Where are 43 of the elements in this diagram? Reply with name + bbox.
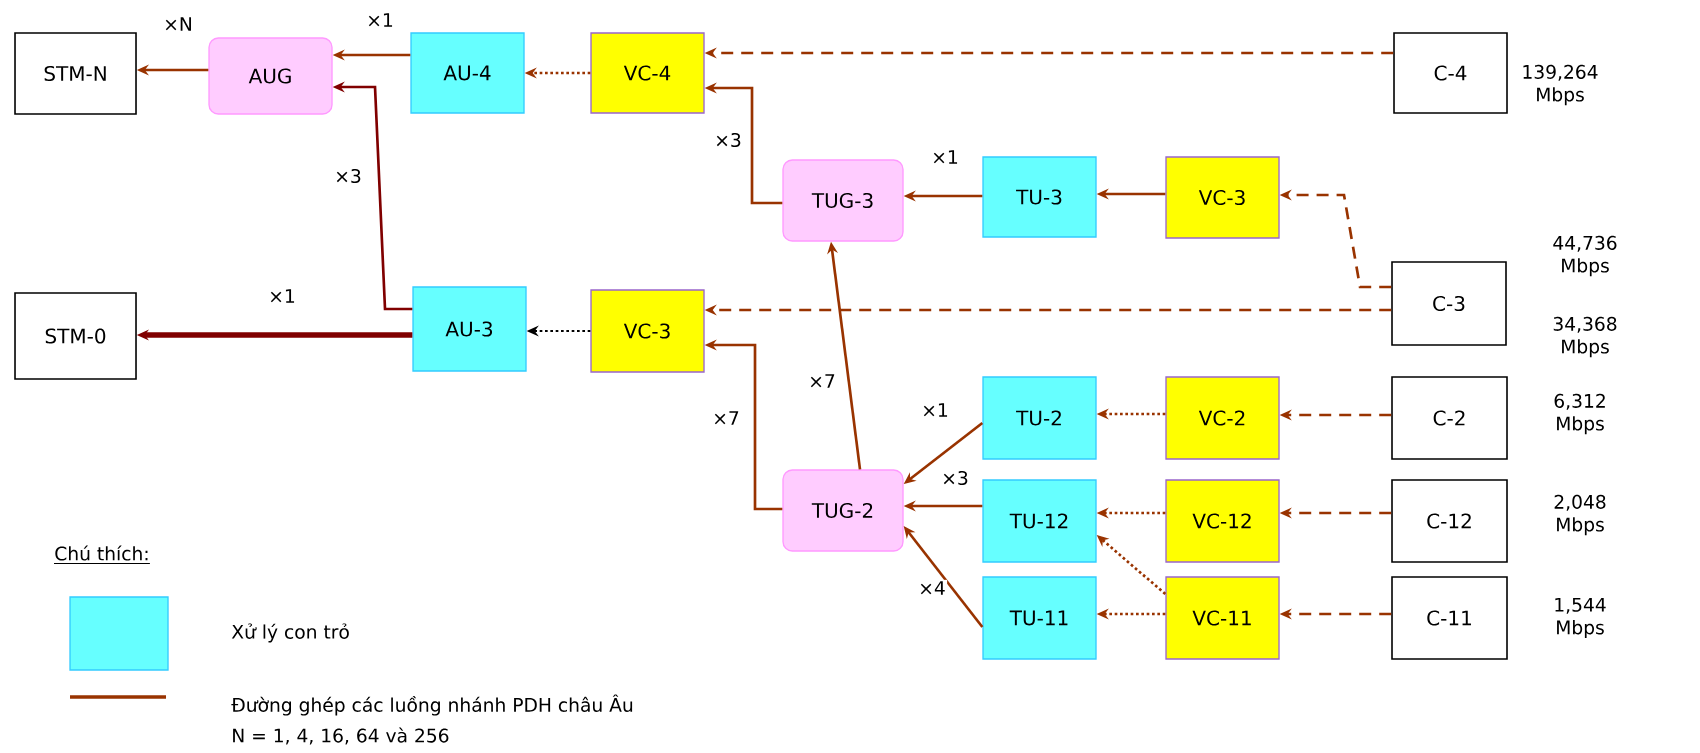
group-box: TUG-3 — [782, 159, 904, 242]
edge-label: ×7 — [806, 372, 838, 390]
rate-label: 139,264 Mbps — [1523, 64, 1598, 106]
group-box: TUG-2 — [782, 469, 904, 552]
signal-box: C-2 — [1391, 376, 1508, 460]
rate-label: 2,048 Mbps — [1554, 494, 1606, 536]
edge-label: ×1 — [364, 11, 396, 29]
edge-label: ×7 — [710, 409, 742, 427]
pointer-box: TU-3 — [982, 156, 1097, 238]
note: N = 1, 4, 16, 64 và 256 — [233, 727, 449, 745]
container-box: VC-11 — [1165, 576, 1280, 660]
pointer-box: AU-3 — [412, 286, 527, 372]
legend-text: Xử lý con trỏ — [231, 623, 349, 643]
signal-box: C-12 — [1391, 479, 1508, 563]
edge-label: ×1 — [266, 287, 298, 305]
pointer-box: TU-2 — [982, 376, 1097, 460]
signal-box: STM-N — [14, 32, 137, 115]
legend-text: Đường ghép các luồng nhánh PDH châu Âu — [231, 694, 633, 716]
pointer-box: AU-4 — [410, 32, 525, 114]
legend-heading: Chú thích: — [53, 545, 151, 565]
pointer-box: TU-11 — [982, 576, 1097, 660]
group-box: AUG — [208, 37, 333, 115]
container-box: VC-12 — [1165, 479, 1280, 563]
signal-box: STM-0 — [14, 292, 137, 380]
container-box: VC-2 — [1165, 376, 1280, 460]
signal-box: C-11 — [1391, 576, 1508, 660]
rate-label: 44,736 Mbps — [1553, 235, 1617, 277]
edge-label: ×4 — [916, 579, 948, 597]
container-box: VC-3 — [1165, 156, 1280, 239]
edge-label: ×N — [161, 15, 195, 33]
rate-label: 34,368 Mbps — [1553, 316, 1617, 358]
rate-label: 6,312 Mbps — [1554, 393, 1605, 435]
rate-label: 1,544 Mbps — [1555, 597, 1606, 639]
pointer-box: TU-12 — [982, 479, 1097, 563]
container-box: VC-3 — [590, 289, 705, 373]
edge-label: ×3 — [939, 469, 971, 487]
signal-box: C-3 — [1391, 261, 1507, 346]
signal-box: C-4 — [1393, 32, 1508, 114]
container-box: VC-4 — [590, 32, 705, 114]
edge-label: ×1 — [919, 401, 951, 419]
edge-label: ×3 — [332, 167, 364, 185]
edge-label: ×3 — [712, 131, 744, 149]
edge-label: ×1 — [929, 148, 961, 166]
